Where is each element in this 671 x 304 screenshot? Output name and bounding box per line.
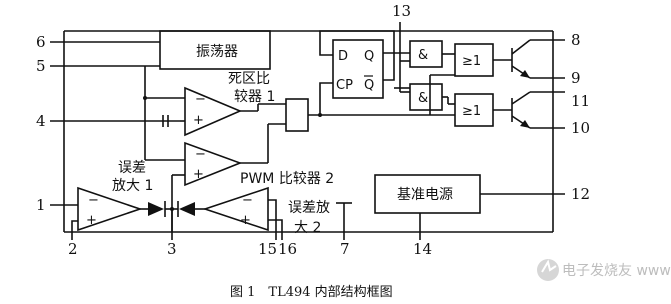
error-amp-1-label-2: 放大 1 <box>112 178 153 194</box>
or1-symbol: ≥1 <box>462 54 481 69</box>
or2-symbol: ≥1 <box>462 104 481 119</box>
pwm-comparator <box>184 141 243 187</box>
deadtime-plus: + <box>193 113 204 128</box>
qbar-to-d-feedback <box>319 30 395 81</box>
pin-7-label: 7 <box>340 240 350 258</box>
ea1-minus: − <box>88 193 99 208</box>
pwm-minus: − <box>195 147 206 162</box>
watermark-logo: 电子发烧友 www.elecfans.com <box>537 259 671 281</box>
q1-collector <box>511 39 531 55</box>
pin-5-label: 5 <box>36 57 46 75</box>
pin16-wire <box>268 219 283 240</box>
ea1-plus: + <box>86 213 97 228</box>
ea2-plus: + <box>240 213 251 228</box>
figure-caption: 图 1 TL494 内部结构框图 <box>230 284 393 300</box>
and1-symbol: & <box>418 48 428 63</box>
cp-input <box>319 82 333 115</box>
error-amp-2-label-1: 误差放 <box>288 200 330 216</box>
q1-arrow-icon <box>520 70 530 78</box>
pwm-comp-label: PWM 比较器 2 <box>240 171 334 187</box>
junction-dot <box>318 113 322 117</box>
pin-13-label: 13 <box>392 2 411 20</box>
error-amp-2-label-2: 大 2 <box>294 220 321 236</box>
pin-10-label: 10 <box>571 119 590 137</box>
watermark-icon <box>537 259 559 281</box>
oscillator-label: 振荡器 <box>196 44 238 60</box>
pin-12-label: 12 <box>571 185 590 203</box>
error-amp-1 <box>77 186 143 232</box>
ff-d: D <box>338 49 348 64</box>
pin-2-label: 2 <box>68 240 78 258</box>
pin-1-label: 1 <box>36 196 46 214</box>
diode-2-icon <box>179 202 195 216</box>
pin15-wire <box>268 199 277 240</box>
pin-6-label: 6 <box>36 33 46 51</box>
pin-4-label: 4 <box>36 112 46 130</box>
pin-3-label: 3 <box>167 240 177 258</box>
reference-label: 基准电源 <box>397 186 453 203</box>
q2-collector <box>511 91 531 105</box>
combine-gate <box>285 98 309 132</box>
pin2-wire <box>71 220 78 240</box>
diode-1-icon <box>148 202 164 216</box>
ff-cp: CP <box>336 78 353 93</box>
pin-14-label: 14 <box>413 240 432 258</box>
oscillator-block <box>159 30 271 70</box>
error-amp-1-label-1: 误差 <box>118 160 146 176</box>
q2-arrow-icon <box>520 120 530 128</box>
pin-8-label: 8 <box>571 31 581 49</box>
deadtime-comparator <box>184 86 243 137</box>
ff-q: Q <box>364 49 374 64</box>
deadtime-minus: − <box>195 92 206 107</box>
deadtime-comp-label-2: 较器 1 <box>234 89 275 105</box>
pin-15-label: 15 <box>258 240 277 258</box>
junction-dot <box>143 96 147 100</box>
flip-flop-block <box>332 39 384 99</box>
ea2-minus: − <box>242 193 253 208</box>
and2-symbol: & <box>418 91 428 106</box>
pin-16-label: 16 <box>278 240 297 258</box>
watermark-text: 电子发烧友 www.elecfans.com <box>562 263 671 279</box>
error-amp-2 <box>202 186 269 232</box>
pin-9-label: 9 <box>571 69 581 87</box>
deadtime-comp-label-1: 死区比 <box>228 71 270 87</box>
ff-qbar: Q <box>364 78 374 93</box>
pin-11-label: 11 <box>571 92 590 110</box>
pwm-plus: + <box>193 167 204 182</box>
junction-dot <box>170 207 174 211</box>
